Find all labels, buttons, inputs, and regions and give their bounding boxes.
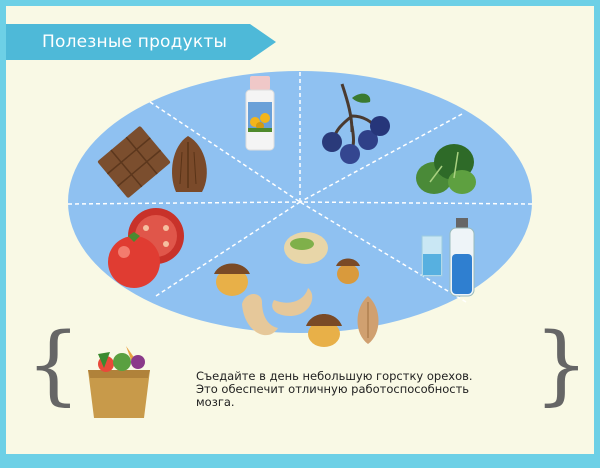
- left-brace-icon: {: [26, 315, 81, 415]
- tip-line: Съедайте в день небольшую горстку орехов…: [196, 369, 473, 383]
- infographic-card: Полезные продукты: [6, 6, 594, 454]
- tip-text: Съедайте в день небольшую горстку орехов…: [196, 370, 526, 409]
- oil-bottle-icon: [245, 76, 275, 151]
- chocolate-icon: [97, 126, 171, 198]
- nut-mix-icon: [214, 232, 379, 347]
- plate-dividers: [67, 72, 533, 303]
- food-plate: [67, 71, 533, 347]
- page-title: Полезные продукты: [42, 32, 228, 52]
- blueberries-icon: [322, 83, 390, 164]
- water-icon: [421, 218, 475, 297]
- almond-icon: [172, 136, 207, 192]
- greens-icon: [416, 144, 476, 194]
- right-brace-icon: }: [534, 315, 589, 415]
- tomato-icon: [108, 208, 184, 288]
- grocery-bag-icon: [88, 346, 150, 418]
- ribbon-shape: [6, 24, 276, 60]
- tip-line: мозга.: [196, 395, 235, 409]
- tip-line: Это обеспечит отличную работоспособность: [196, 382, 470, 396]
- title-ribbon: Полезные продукты: [6, 24, 276, 60]
